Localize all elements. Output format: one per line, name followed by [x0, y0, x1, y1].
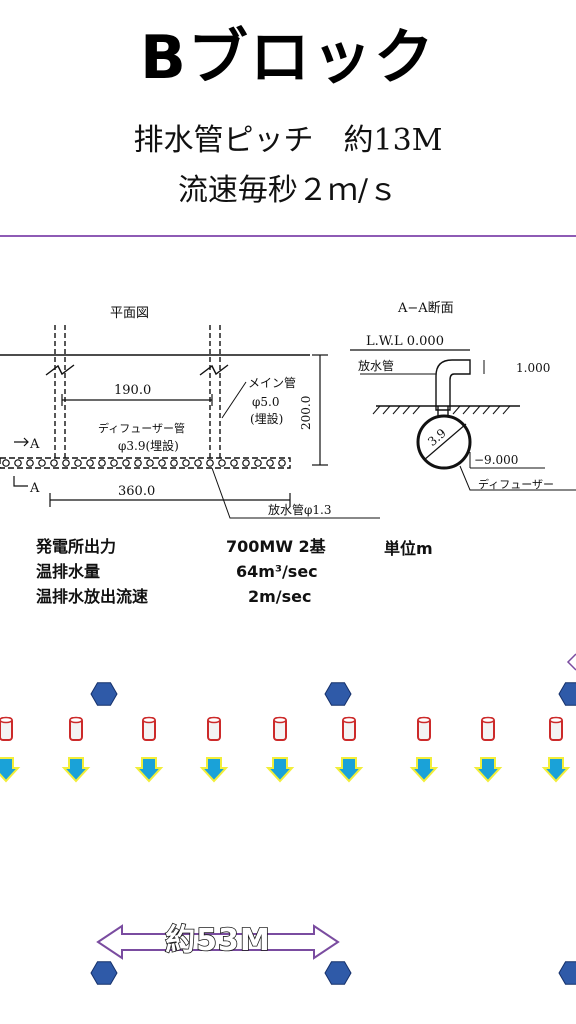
lwl-label: L.W.L 0.000: [366, 334, 444, 349]
section-mark-top: A: [29, 437, 40, 452]
span-double-arrow: [96, 924, 340, 960]
outlet-pipe-label: 放水管: [358, 358, 394, 373]
dim-190: 190.0: [114, 383, 151, 398]
hexagon-marker: [324, 682, 352, 706]
hexagon-marker: [324, 961, 352, 985]
diffuser-nozzle: [14, 459, 22, 467]
hatch-line: [502, 405, 511, 415]
diffuser-nozzle: [62, 459, 70, 467]
page-title: Bブロック: [140, 23, 436, 93]
diffuser-nozzle: [26, 459, 34, 467]
diffuser-nozzle: [38, 459, 46, 467]
diffuser-nozzle: [134, 459, 142, 467]
seabed-hatch: [372, 405, 511, 415]
spec-label-output: 発電所出力: [35, 537, 116, 556]
hatch-line: [452, 405, 461, 415]
spec-value-output: 700MW 2基: [226, 537, 327, 556]
pipe-marker: [207, 716, 221, 741]
diffuser-nozzle: [182, 459, 190, 467]
flow-arrow: [473, 757, 503, 783]
diffuser-nozzle: [122, 459, 130, 467]
flow-arrow: [334, 757, 364, 783]
hatch-line: [382, 405, 391, 415]
diffuser-nozzle: [206, 459, 214, 467]
diffuser-nozzle: [50, 459, 58, 467]
flow-arrow: [61, 757, 91, 783]
diffuser-nozzle: [86, 459, 94, 467]
flow-arrow: [409, 757, 439, 783]
diffuser-nozzle: [146, 459, 154, 467]
depth-1: 1.000: [516, 361, 550, 375]
pipe-markers: [0, 716, 563, 741]
depth-2: −9.000: [474, 453, 518, 467]
discharge-pipe-label: 放水管φ1.3: [268, 502, 332, 517]
section-mark-bottom: A: [29, 481, 40, 496]
divider-line: [0, 235, 576, 237]
flow-arrow: [265, 757, 295, 783]
hatch-line: [492, 405, 501, 415]
subtitle-pipe-pitch: 排水管ピッチ 約13M: [133, 123, 443, 158]
diffuser-diameter: φ3.9(埋設): [118, 438, 179, 453]
diffuser-nozzle: [158, 459, 166, 467]
hatch-line: [412, 405, 421, 415]
hexagon-marker: [90, 682, 118, 706]
hexagon-marker: [558, 961, 576, 985]
pipe-marker: [549, 716, 563, 741]
diffuser-nozzle: [194, 459, 202, 467]
unit-label: 単位m: [384, 539, 433, 558]
diffuser-nozzle: [218, 459, 226, 467]
diffuser-nozzles: [2, 459, 286, 467]
hexagon-markers: [90, 682, 576, 985]
diffuser-nozzle: [170, 459, 178, 467]
flow-arrow: [199, 757, 229, 783]
flow-arrow: [0, 757, 21, 783]
diffuser-nozzle: [74, 459, 82, 467]
main-pipe-buried: (埋設): [250, 411, 283, 426]
dim-360: 360.0: [118, 484, 155, 499]
spec-value-volume: 64m³/sec: [236, 562, 318, 581]
main-pipe-label: メイン管: [248, 375, 296, 390]
section-title: A−A断面: [397, 301, 454, 316]
spec-value-speed: 2m/sec: [248, 587, 312, 606]
diffuser-nozzle: [278, 459, 286, 467]
diffuser-nozzle: [254, 459, 262, 467]
pipe-marker: [69, 716, 83, 741]
spec-label-speed: 温排水放出流速: [35, 587, 148, 606]
flow-diagram: 約53M: [0, 653, 576, 985]
pipe-marker: [142, 716, 156, 741]
hatch-line: [462, 405, 471, 415]
hatch-line: [472, 405, 481, 415]
span-label: 約53M: [165, 923, 271, 958]
hatch-line: [372, 405, 381, 415]
edge-arrow-fragment: [566, 653, 576, 671]
diffuser-nozzle: [266, 459, 274, 467]
flow-arrows: [0, 757, 571, 783]
channel-walls: [0, 325, 310, 460]
main-pipe-diameter: φ5.0: [252, 395, 280, 409]
hatch-line: [392, 405, 401, 415]
pipe-marker: [342, 716, 356, 741]
plan-title: 平面図: [110, 306, 149, 321]
pipe-marker: [417, 716, 431, 741]
spec-label-volume: 温排水量: [35, 562, 100, 581]
diffuser-nozzle: [110, 459, 118, 467]
diffuser-nozzle: [98, 459, 106, 467]
hatch-line: [482, 405, 491, 415]
hexagon-marker: [558, 682, 576, 706]
diffuser-nozzle: [2, 459, 10, 467]
pipe-marker: [0, 716, 13, 741]
subtitle-flow-speed: 流速毎秒２ｍ/ｓ: [177, 173, 399, 208]
technical-drawing: 平面図 190.0 メイン管 φ5.0 (埋設) 200.0 ディフューザー管 …: [0, 301, 576, 606]
diffuser-label-section: ディフューザー: [478, 477, 554, 491]
diffuser-nozzle: [242, 459, 250, 467]
flow-arrow: [134, 757, 164, 783]
dim-200: 200.0: [299, 396, 313, 430]
flow-arrow: [541, 757, 571, 783]
diffuser-label-plan: ディフューザー管: [98, 421, 185, 435]
diffuser-nozzle: [230, 459, 238, 467]
hexagon-marker: [90, 961, 118, 985]
pipe-marker: [481, 716, 495, 741]
pipe-marker: [273, 716, 287, 741]
hatch-line: [402, 405, 411, 415]
